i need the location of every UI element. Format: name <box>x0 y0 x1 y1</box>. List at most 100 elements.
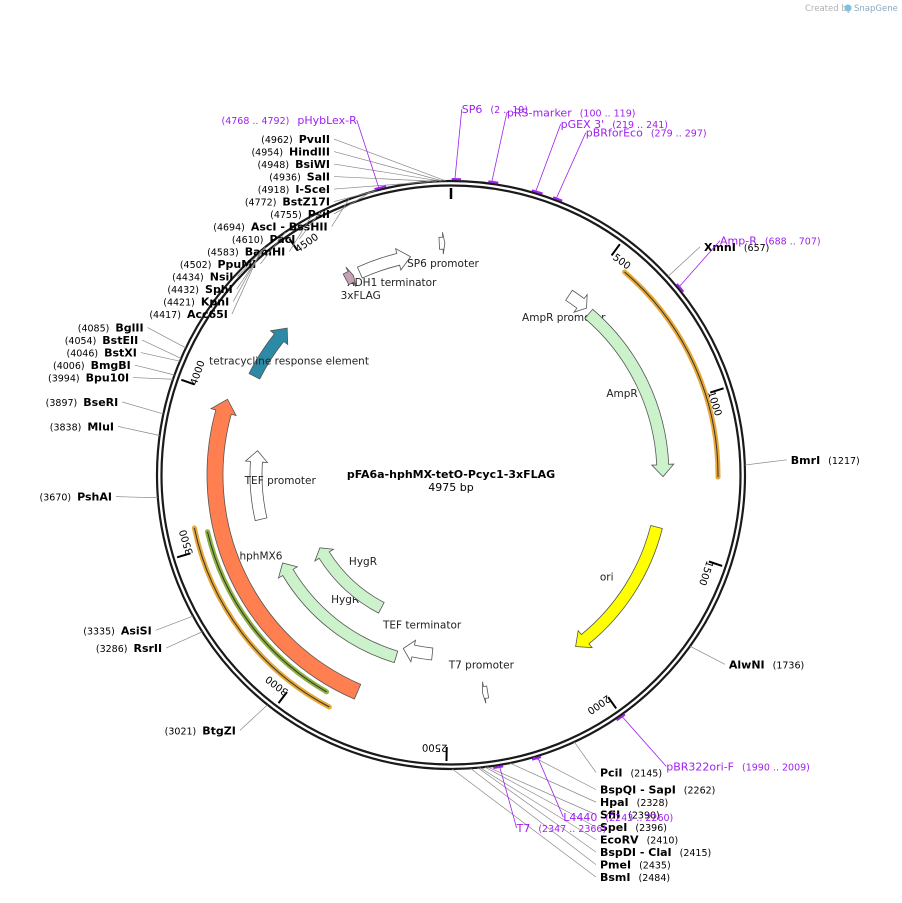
primer-mark <box>531 756 542 761</box>
primer-range: (2 .. 19) <box>490 105 528 116</box>
highlight-arc-core <box>624 271 719 478</box>
primer-name: SP6 <box>462 103 483 116</box>
site-leader-line <box>333 163 442 182</box>
tick-mark-4000 <box>180 378 195 386</box>
site-position: (4755) <box>270 210 302 221</box>
feature-arrow-3xflag <box>342 266 357 287</box>
site-position: (4962) <box>261 135 293 146</box>
site-name: HindIII <box>289 146 330 159</box>
site-position: (4054) <box>65 336 97 347</box>
primer-leader-line <box>537 757 564 818</box>
site-label-kpni: (4421)KpnI <box>163 296 229 309</box>
site-label-pvuii: (4962) PvuII <box>261 133 330 146</box>
site-position: (4006) <box>53 361 85 372</box>
site-label-spei: SpeI(2396) <box>600 821 667 834</box>
feature-label-ampr-promoter: AmpR promoter <box>522 312 606 324</box>
site-leader-line <box>140 352 180 362</box>
site-name: PsiI <box>308 208 330 221</box>
site-position: (3838) <box>50 422 82 433</box>
site-label-i-scei: (4918)I-SceI <box>258 183 330 196</box>
site-leader-line <box>331 199 350 227</box>
site-leader-line <box>479 767 597 840</box>
primer-leader-line <box>499 766 518 829</box>
site-name: MluI <box>87 420 114 433</box>
tick-mark-1000 <box>709 387 724 394</box>
primer-range: (279 .. 297) <box>651 129 707 140</box>
feature-arrow-tetracycline-response-element <box>248 327 289 380</box>
site-label-sfii: SfiI(2390) <box>600 809 660 822</box>
primer-mark <box>616 713 626 722</box>
site-label-bpu10i: (3994) Bpu10I <box>48 372 129 385</box>
site-label-pmei: PmeI (2435) <box>600 859 671 872</box>
site-name: BglII <box>115 322 143 335</box>
site-leader-line <box>231 250 261 315</box>
site-leader-line <box>239 704 268 731</box>
feature-label-hygr: HygR <box>331 594 359 606</box>
tick-label-4500: 4500 <box>294 232 321 255</box>
primer-label-amp-r: Amp-R (688 .. 707) <box>720 235 821 248</box>
site-label-asci-bsshii: (4694)AscI - BssHII <box>213 221 327 234</box>
site-position: (657) <box>744 243 770 254</box>
site-position: (1217) <box>828 456 860 467</box>
site-position: (2390) <box>628 811 660 822</box>
primer-name: pBRforEco <box>586 127 643 140</box>
site-position: (4936) <box>269 173 301 184</box>
site-name: BstEII <box>102 334 138 347</box>
primer-name: L4440 <box>563 811 597 824</box>
site-label-hpai: HpaI(2328) <box>600 796 668 809</box>
site-name: PmeI <box>600 859 631 872</box>
tick-mark-500 <box>610 243 621 257</box>
site-leader-line <box>744 459 787 466</box>
primer-mark <box>488 180 499 184</box>
site-position: (2435) <box>639 861 671 872</box>
site-position: (3897) <box>46 398 78 409</box>
site-leader-line <box>333 190 377 202</box>
feature-label-tef-terminator: TEF terminator <box>382 619 462 631</box>
site-name: SphI <box>205 283 233 296</box>
site-name: AsiSI <box>121 624 152 637</box>
site-position: (2396) <box>635 823 667 834</box>
primer-name: T7 <box>516 822 531 835</box>
primer-range: (688 .. 707) <box>765 237 821 248</box>
site-name: BsmI <box>600 871 631 884</box>
site-position: (2415) <box>680 848 712 859</box>
primer-name: pHybLex-R <box>297 114 357 127</box>
site-position: (2145) <box>630 768 662 779</box>
site-label-bstz17i: (4772)BstZ17I <box>245 196 330 209</box>
primer-label-prs-marker: pRS-marker(100 .. 119) <box>507 106 636 119</box>
site-label-sali: (4936)SalI <box>269 171 330 184</box>
primer-range: (1990 .. 2009) <box>742 762 810 773</box>
primer-name: Amp-R <box>720 235 757 248</box>
credit-brand: SnapGene <box>854 4 898 14</box>
feature-label-3xflag: 3xFLAG <box>341 290 381 302</box>
site-name: BmgBI <box>91 359 131 372</box>
site-name: Bpu10I <box>86 372 130 385</box>
tick-mark-1500 <box>708 560 723 567</box>
site-leader-line <box>533 756 597 790</box>
primer-mark <box>552 196 563 202</box>
snapgene-logo-icon <box>844 4 852 12</box>
tick-mark-3500 <box>176 552 191 559</box>
annotation-arcs <box>191 269 721 710</box>
site-position: (2410) <box>647 836 679 847</box>
tick-label-500: 500 <box>610 252 632 272</box>
site-position: (3286) <box>96 644 128 655</box>
site-position: (3994) <box>48 374 80 385</box>
primer-label-phyblex-r: (4768 .. 4792)pHybLex-R <box>221 114 357 127</box>
primer-leader-line <box>621 716 667 767</box>
plasmid-size: 4975 bp <box>428 481 473 494</box>
feature-label-ori: ori <box>600 571 614 583</box>
site-leader-line <box>486 766 597 815</box>
site-position: (4918) <box>258 185 290 196</box>
primer-mark <box>493 765 504 769</box>
site-name: PvuII <box>299 133 330 146</box>
backbone-outer-ring <box>155 179 747 771</box>
feature-arrow-hygr <box>277 562 399 664</box>
site-leader-line <box>333 151 444 182</box>
feature-label-adh1-terminator: ADH1 terminator <box>347 277 437 289</box>
site-name: AlwNI <box>729 658 765 671</box>
primer-label-l4440: L4440(2243 .. 2260) <box>563 811 673 824</box>
site-label-sphi: (4432)SphI <box>167 283 232 296</box>
site-position: (4954) <box>251 148 283 159</box>
